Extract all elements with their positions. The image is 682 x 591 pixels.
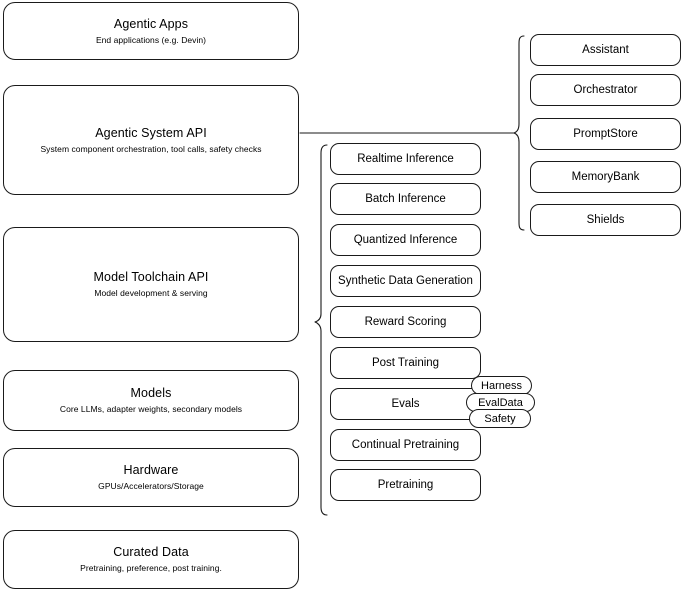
stack-block-agentic-system-api[interactable]: Agentic System API System component orch…: [3, 85, 299, 195]
capability-label: Post Training: [371, 357, 440, 369]
capability-batch-inference[interactable]: Batch Inference: [330, 183, 481, 215]
capability-synthetic-data-generation[interactable]: Synthetic Data Generation: [330, 265, 481, 297]
system-component-label: Orchestrator: [573, 84, 638, 96]
stack-block-subtitle: System component orchestration, tool cal…: [40, 143, 262, 154]
system-component-assistant[interactable]: Assistant: [530, 34, 681, 66]
evals-subcomponent-label: Harness: [481, 379, 522, 392]
system-component-shields[interactable]: Shields: [530, 204, 681, 236]
stack-block-subtitle: GPUs/Accelerators/Storage: [98, 481, 204, 491]
stack-block-curated-data[interactable]: Curated Data Pretraining, preference, po…: [3, 530, 299, 589]
capability-quantized-inference[interactable]: Quantized Inference: [330, 224, 481, 256]
stack-block-title: Model Toolchain API: [93, 270, 209, 284]
capability-label: Evals: [391, 398, 420, 410]
stack-block-agentic-apps[interactable]: Agentic Apps End applications (e.g. Devi…: [3, 2, 299, 60]
capability-reward-scoring[interactable]: Reward Scoring: [330, 306, 481, 338]
brace-system-components: [513, 35, 525, 231]
stack-block-title: Hardware: [123, 463, 179, 477]
stack-block-hardware[interactable]: Hardware GPUs/Accelerators/Storage: [3, 448, 299, 507]
capability-pretraining[interactable]: Pretraining: [330, 469, 481, 501]
capability-realtime-inference[interactable]: Realtime Inference: [330, 143, 481, 175]
stack-block-title: Models: [130, 386, 172, 400]
stack-block-title: Curated Data: [113, 545, 189, 559]
stack-block-subtitle: End applications (e.g. Devin): [95, 34, 207, 45]
stack-block-subtitle: Model development & serving: [94, 288, 208, 298]
capability-label: Synthetic Data Generation: [338, 275, 473, 287]
system-component-label: Assistant: [582, 44, 629, 56]
system-component-memorybank[interactable]: MemoryBank: [530, 161, 681, 193]
system-component-label: MemoryBank: [571, 171, 640, 183]
system-component-label: PromptStore: [573, 128, 638, 140]
capability-label: Reward Scoring: [364, 316, 447, 328]
brace-toolchain-capabilities: [314, 144, 328, 516]
capability-continual-pretraining[interactable]: Continual Pretraining: [330, 429, 481, 461]
capability-label: Continual Pretraining: [351, 439, 460, 451]
capability-post-training[interactable]: Post Training: [330, 347, 481, 379]
stack-block-model-toolchain-api[interactable]: Model Toolchain API Model development & …: [3, 227, 299, 342]
stack-block-title: Agentic System API: [95, 125, 207, 140]
capability-label: Pretraining: [377, 479, 434, 491]
stack-block-models[interactable]: Models Core LLMs, adapter weights, secon…: [3, 370, 299, 431]
capability-label: Realtime Inference: [357, 153, 454, 165]
capability-label: Quantized Inference: [353, 234, 458, 246]
system-component-label: Shields: [586, 214, 625, 226]
evals-subcomponent-label: EvalData: [478, 396, 523, 409]
evals-subcomponent-label: Safety: [484, 412, 516, 425]
evals-subcomponent-safety[interactable]: Safety: [469, 409, 531, 428]
system-component-orchestrator[interactable]: Orchestrator: [530, 74, 681, 106]
capability-evals[interactable]: Evals: [330, 388, 481, 420]
capability-label: Batch Inference: [365, 193, 446, 205]
stack-block-subtitle: Core LLMs, adapter weights, secondary mo…: [59, 404, 243, 414]
system-component-promptstore[interactable]: PromptStore: [530, 118, 681, 150]
stack-block-title: Agentic Apps: [113, 16, 189, 31]
stack-block-subtitle: Pretraining, preference, post training.: [80, 563, 222, 573]
